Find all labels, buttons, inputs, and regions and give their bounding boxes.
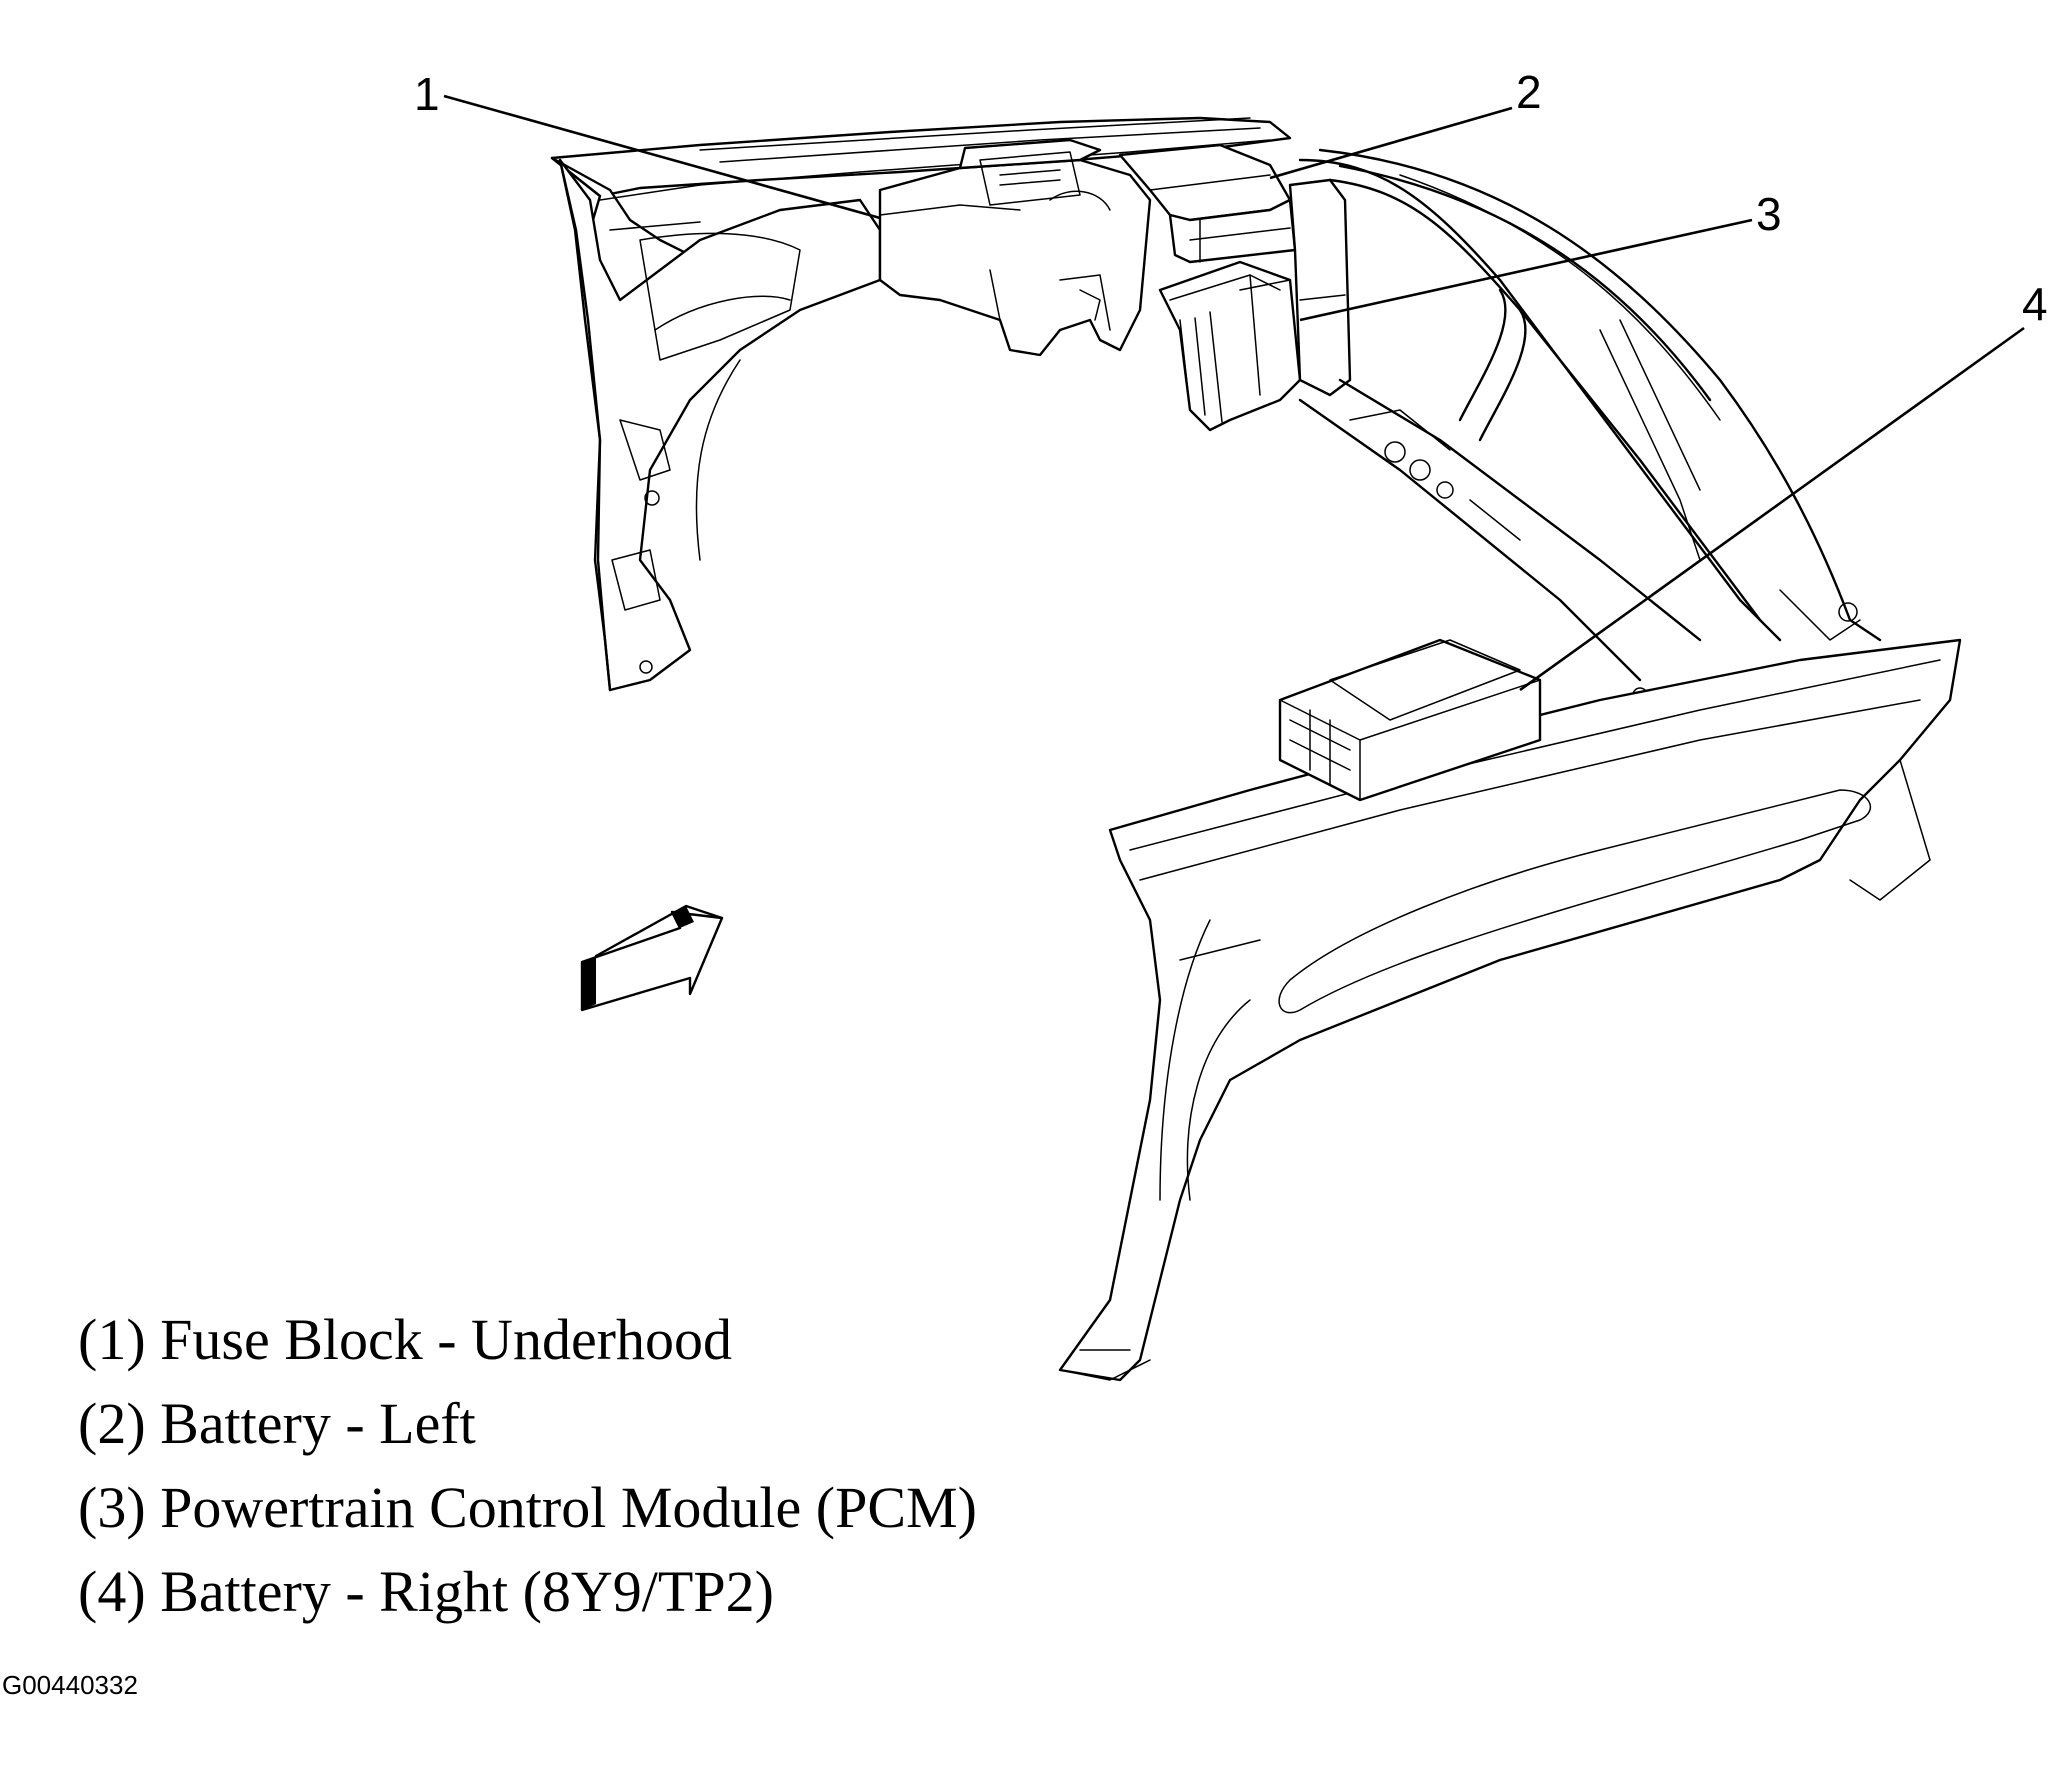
fuse-block-underhood	[878, 138, 1152, 357]
callout-number-4: 4	[2022, 278, 2048, 330]
legend-item-3: (3) Powertrain Control Module (PCM)	[78, 1475, 977, 1540]
direction-of-view-arrow-icon	[580, 904, 724, 1012]
component-legend: (1) Fuse Block - Underhood (2) Battery -…	[78, 1298, 977, 1634]
callout-number-3: 3	[1756, 188, 1782, 240]
callout-numbers: 1 2 3 4	[414, 66, 2048, 330]
leader-line-4	[1519, 326, 2025, 692]
callout-leaders	[443, 94, 2025, 692]
legend-item-4: (4) Battery - Right (8Y9/TP2)	[78, 1559, 774, 1624]
cowl-and-firewall	[699, 117, 1271, 173]
leader-line-2	[1269, 106, 1513, 180]
battery-right	[1278, 638, 1542, 802]
right-fender-structure	[1058, 148, 1962, 1382]
callout-number-1: 1	[414, 68, 440, 120]
legend-item-2: (2) Battery - Left	[78, 1391, 476, 1456]
powertrain-control-module	[1158, 178, 1352, 432]
engine-bay-frame	[1298, 158, 1782, 703]
callout-number-2: 2	[1516, 66, 1542, 118]
figure-code: G00440332	[2, 1670, 138, 1700]
legend-item-1: (1) Fuse Block - Underhood	[78, 1307, 733, 1372]
leader-line-1	[443, 94, 881, 220]
leader-line-3	[1299, 218, 1753, 322]
